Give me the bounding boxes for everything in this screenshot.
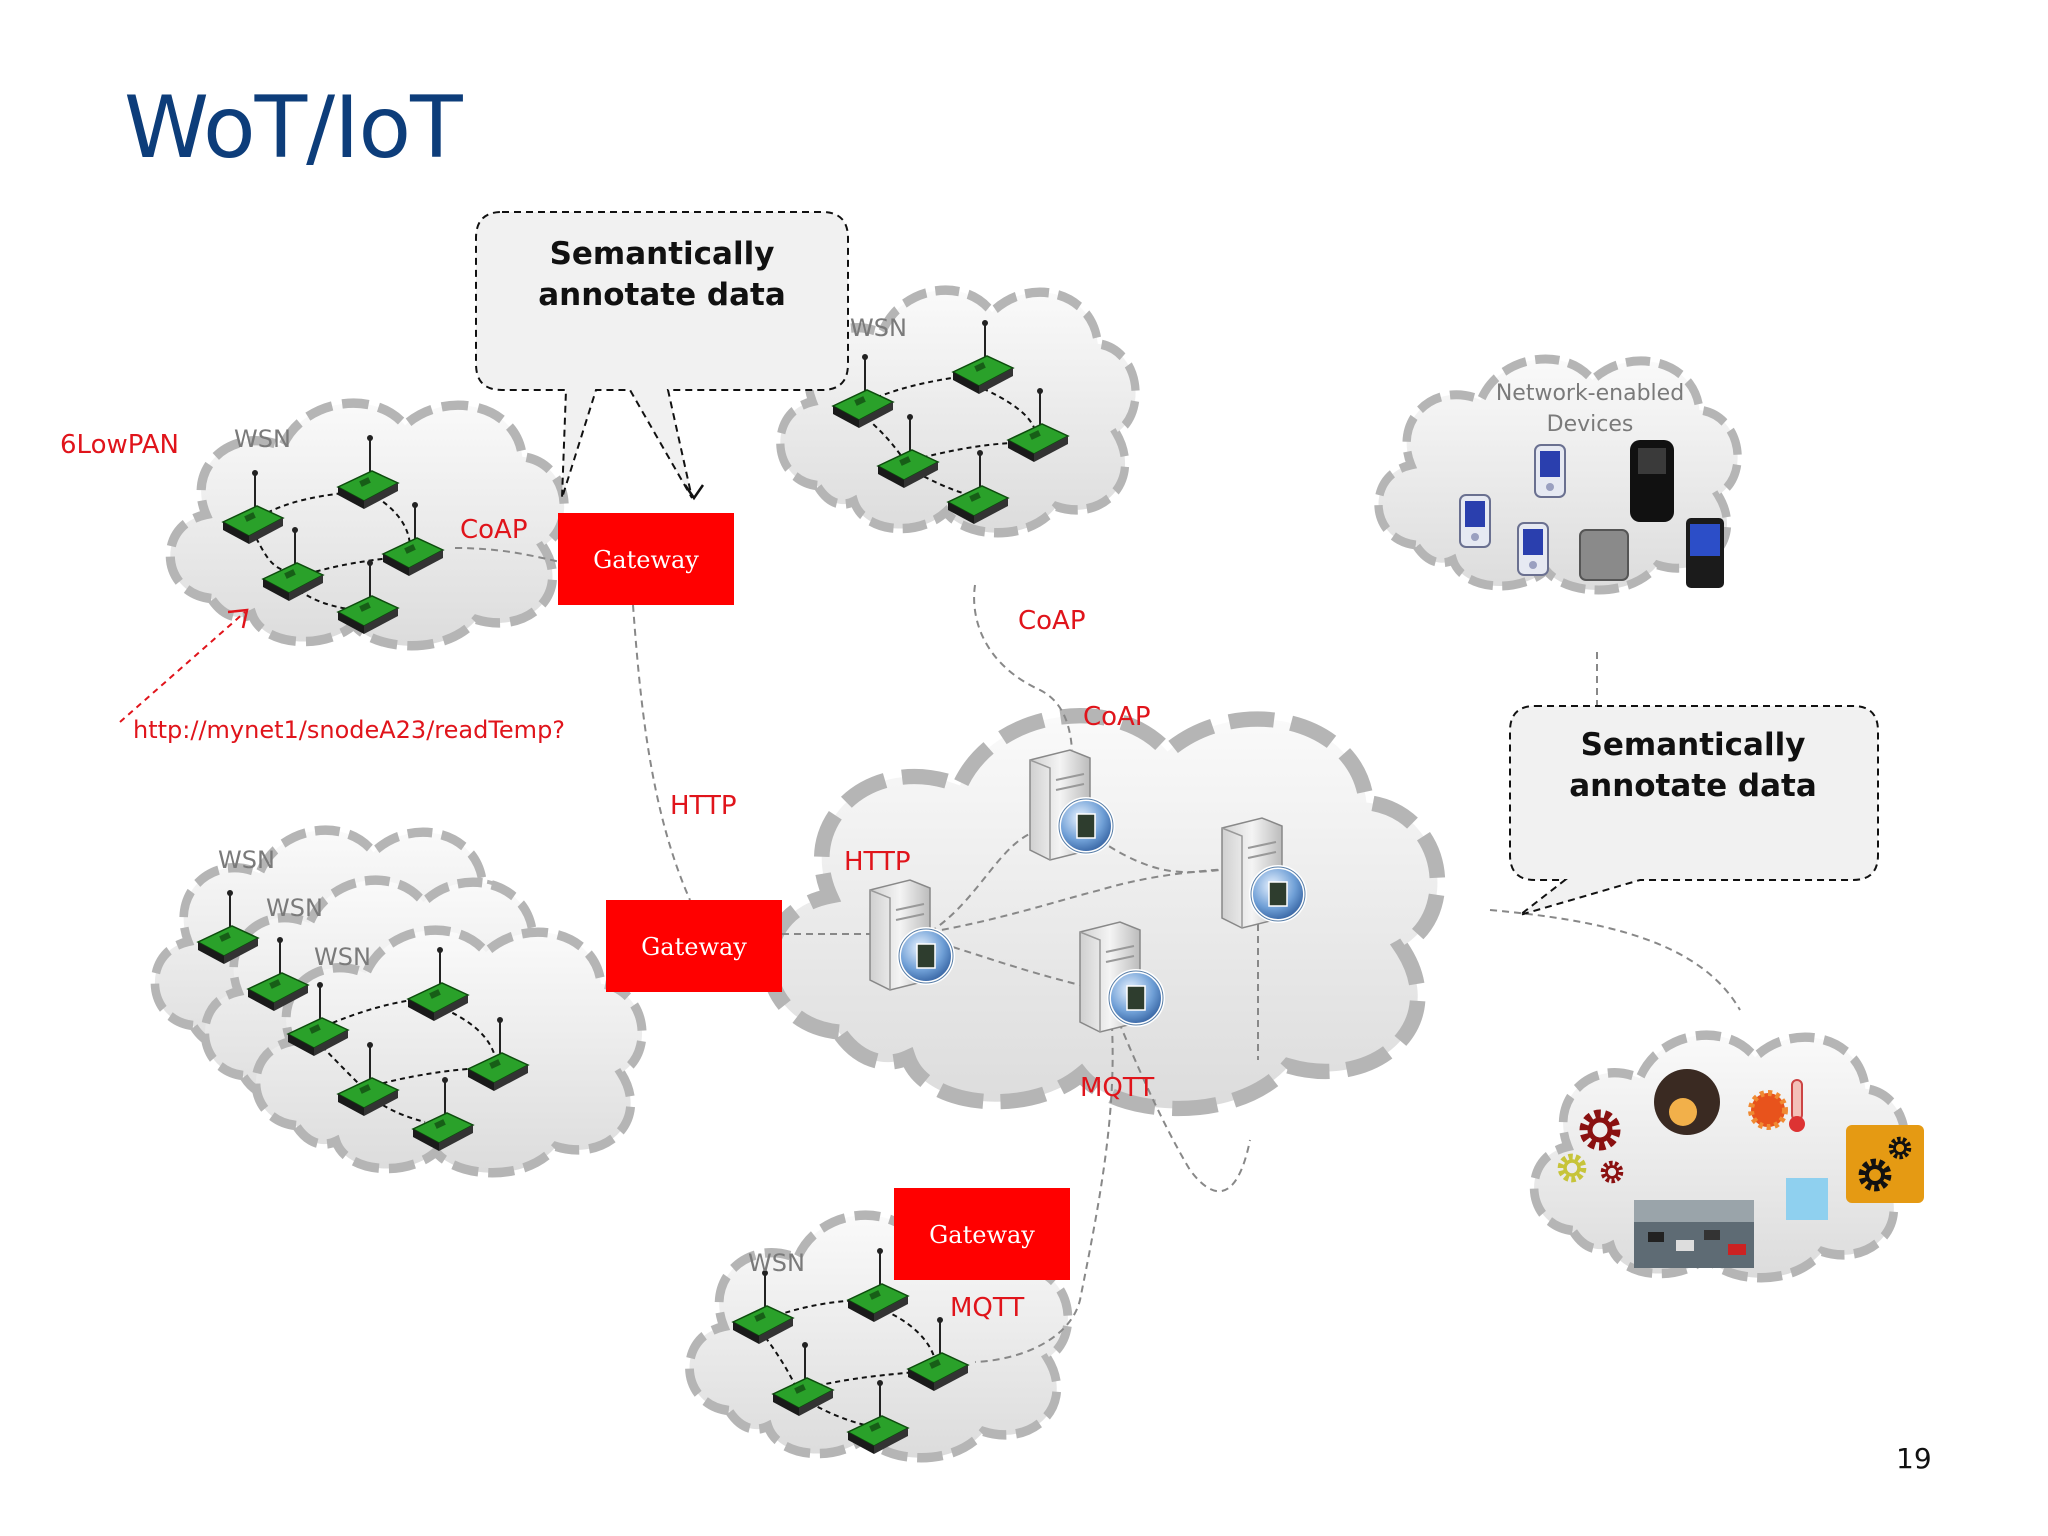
devices-label-line2: Devices bbox=[1547, 412, 1634, 437]
arrow-icon bbox=[227, 608, 249, 629]
devices-label-line1: Network-enabled bbox=[1496, 381, 1684, 406]
sun-icon bbox=[1748, 1090, 1788, 1130]
protocol-label-http: HTTP bbox=[670, 791, 737, 821]
settings-app-icon bbox=[1846, 1125, 1924, 1203]
gateway-middle: Gateway bbox=[606, 900, 782, 992]
callout-text-line1: Semantically bbox=[1581, 727, 1806, 763]
application-icons bbox=[1561, 1069, 1924, 1268]
gateway-label: Gateway bbox=[641, 933, 747, 961]
link-gateway1-to-gateway2 bbox=[632, 604, 691, 901]
callout-text-line1: Semantically bbox=[550, 236, 775, 272]
thermometer-icon bbox=[1791, 1079, 1803, 1121]
wsn-label: WSN bbox=[314, 943, 371, 971]
arrow-icon bbox=[683, 484, 705, 501]
annotate-callout-top: Semantically annotate data bbox=[475, 211, 849, 501]
protocol-label-coap: CoAP bbox=[1018, 606, 1086, 636]
network-links bbox=[454, 547, 1741, 1363]
mobile-device-icon bbox=[1517, 522, 1549, 576]
wsn-label: WSN bbox=[748, 1249, 805, 1277]
link-wsn-to-gateway-1 bbox=[454, 547, 561, 563]
slide-title: WoT/IoT bbox=[124, 78, 463, 178]
gateway-box bbox=[606, 900, 782, 992]
url-arrow bbox=[119, 611, 246, 723]
gateway-top: Gateway bbox=[558, 513, 734, 605]
mobile-device-icon bbox=[1459, 494, 1491, 548]
gateway-label: Gateway bbox=[593, 546, 699, 574]
wsn-label: WSN bbox=[266, 894, 323, 922]
annotate-callout-right: Semantically annotate data bbox=[1509, 705, 1879, 916]
gateway-box bbox=[894, 1188, 1070, 1280]
mobile-devices bbox=[1459, 440, 1724, 588]
protocol-label-coap: CoAP bbox=[460, 515, 528, 545]
resource-url-label: http://mynet1/snodeA23/readTemp? bbox=[133, 716, 565, 744]
protocol-label-coap: CoAP bbox=[1083, 702, 1151, 732]
protocol-label-http: HTTP bbox=[844, 847, 911, 877]
gateway-label: Gateway bbox=[929, 1221, 1035, 1249]
page-number: 19 bbox=[1896, 1442, 1932, 1475]
wsn-label: WSN bbox=[850, 314, 907, 342]
protocol-label-mqtt: MQTT bbox=[950, 1293, 1024, 1323]
callout-text-line2: annotate data bbox=[538, 277, 786, 313]
mobile-device-icon bbox=[1534, 444, 1566, 498]
wsn-label: WSN bbox=[218, 846, 275, 874]
handheld-icon bbox=[1579, 529, 1629, 581]
callout-text-line2: annotate data bbox=[1569, 768, 1817, 804]
gateway-box bbox=[558, 513, 734, 605]
link-wsn-to-server-cloud bbox=[973, 584, 1073, 751]
wsn-label: WSN bbox=[234, 425, 291, 453]
rain-icon bbox=[1786, 1178, 1828, 1220]
protocol-label-6lowpan: 6LowPAN bbox=[60, 430, 179, 460]
protocol-label-mqtt: MQTT bbox=[1080, 1073, 1154, 1103]
gateway-bottom: Gateway bbox=[894, 1188, 1070, 1280]
